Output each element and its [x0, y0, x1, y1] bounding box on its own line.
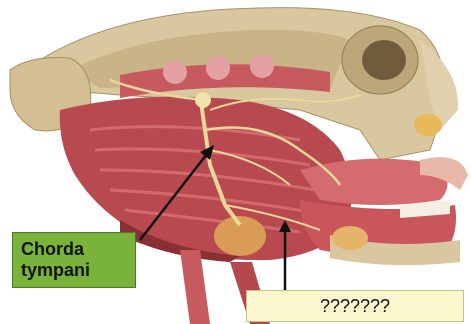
nerve-ganglion: [195, 92, 211, 108]
orbit-inner: [362, 40, 406, 80]
nasal-gland: [414, 114, 442, 136]
chorda-label-line1: Chorda: [21, 239, 135, 260]
chorda-label-line2: tympani: [21, 260, 135, 281]
unknown-structure-label: ???????: [246, 290, 464, 322]
round-structure-2: [206, 56, 230, 80]
round-structure-3: [250, 54, 274, 78]
unknown-label-text: ???????: [320, 296, 390, 317]
chorda-tympani-label: Chorda tympani: [12, 232, 136, 288]
sublingual-gland: [332, 226, 368, 250]
round-structure-1: [163, 60, 187, 84]
